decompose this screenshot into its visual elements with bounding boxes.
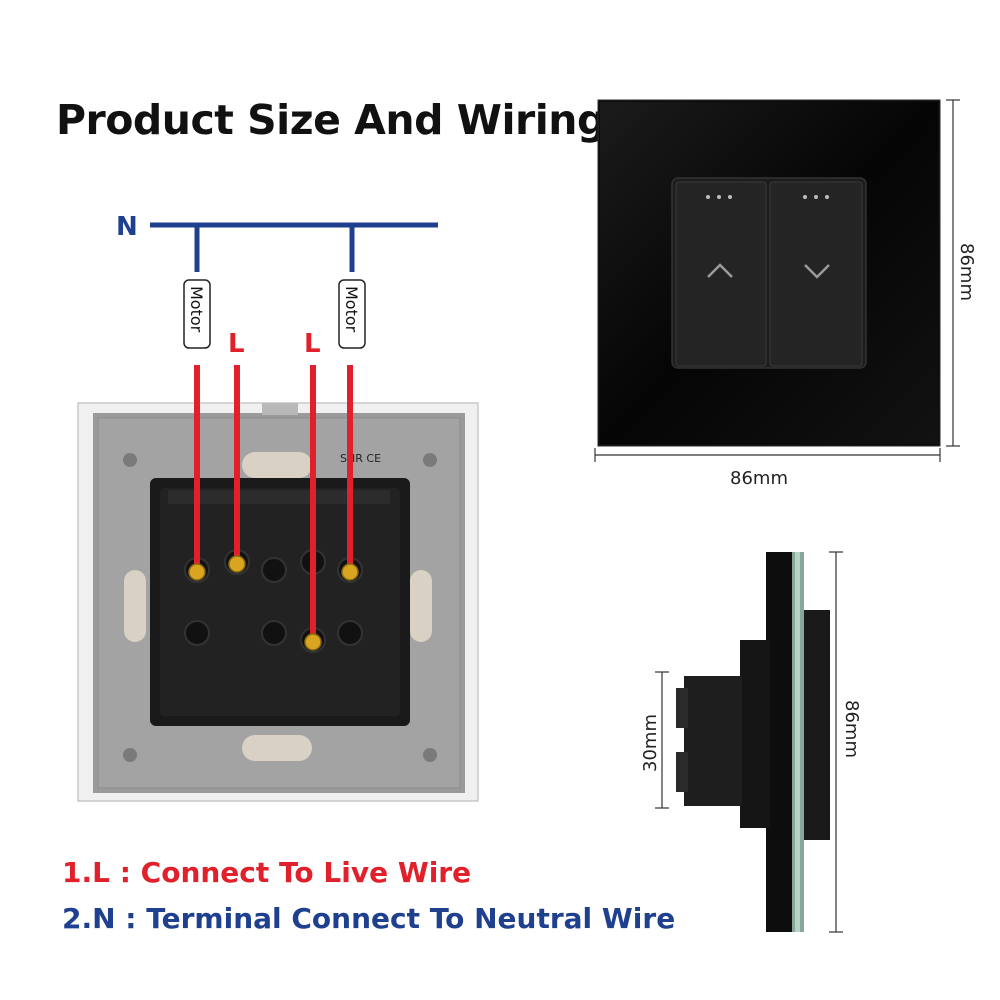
side-depth-label: 30mm xyxy=(640,714,661,772)
cert-text: CE RoHS xyxy=(240,684,287,697)
terminal-screw-4 xyxy=(341,563,359,581)
indicator-dots-left xyxy=(706,195,732,199)
motor-label-1: Motor xyxy=(187,286,206,333)
down-arrow-icon xyxy=(804,264,830,279)
rear-cert-text: SHR CE xyxy=(340,452,381,465)
terminal-l1: L1 xyxy=(230,586,243,599)
neutral-label: N xyxy=(116,212,138,242)
terminal-lb1: Lb1 xyxy=(266,542,286,555)
motor-label-box-1 xyxy=(183,279,211,349)
terminal-screw-1 xyxy=(188,563,206,581)
legend-live: 1.L : Connect To Live Wire xyxy=(62,856,472,889)
indicator-dots-right xyxy=(803,195,829,199)
front-width-label: 86mm xyxy=(730,468,788,489)
button-up xyxy=(675,181,767,367)
live-label-1: L xyxy=(228,329,245,359)
back-switch: SHR CE 10A 250V~ Lb1 L1 La2 Lb2 La2 CE R… xyxy=(77,402,479,802)
front-height-label: 86mm xyxy=(956,243,977,301)
motor-label-2: Motor xyxy=(342,286,361,333)
legend-neutral: 2.N : Terminal Connect To Neutral Wire xyxy=(62,902,676,935)
up-arrow-icon xyxy=(707,263,733,278)
rating-text: 10A 250V~ xyxy=(240,510,303,523)
terminal-la2: La2 xyxy=(186,650,206,663)
wiring-diagram: N Motor Motor L L xyxy=(116,212,438,651)
page-title: Product Size And Wiring xyxy=(56,96,606,144)
terminal-screw-3 xyxy=(304,633,322,651)
front-view: 86mm 86mm xyxy=(594,99,977,489)
button-down xyxy=(769,181,863,367)
side-view: 30mm 86mm xyxy=(640,551,862,933)
motor-label-box-2 xyxy=(338,279,366,349)
live-label-2: L xyxy=(304,329,321,359)
side-height-label: 86mm xyxy=(841,700,862,758)
terminal-la2b: La2 xyxy=(338,650,358,663)
terminal-lb2: Lb2 xyxy=(262,650,282,663)
terminal-screw-2 xyxy=(228,555,246,573)
